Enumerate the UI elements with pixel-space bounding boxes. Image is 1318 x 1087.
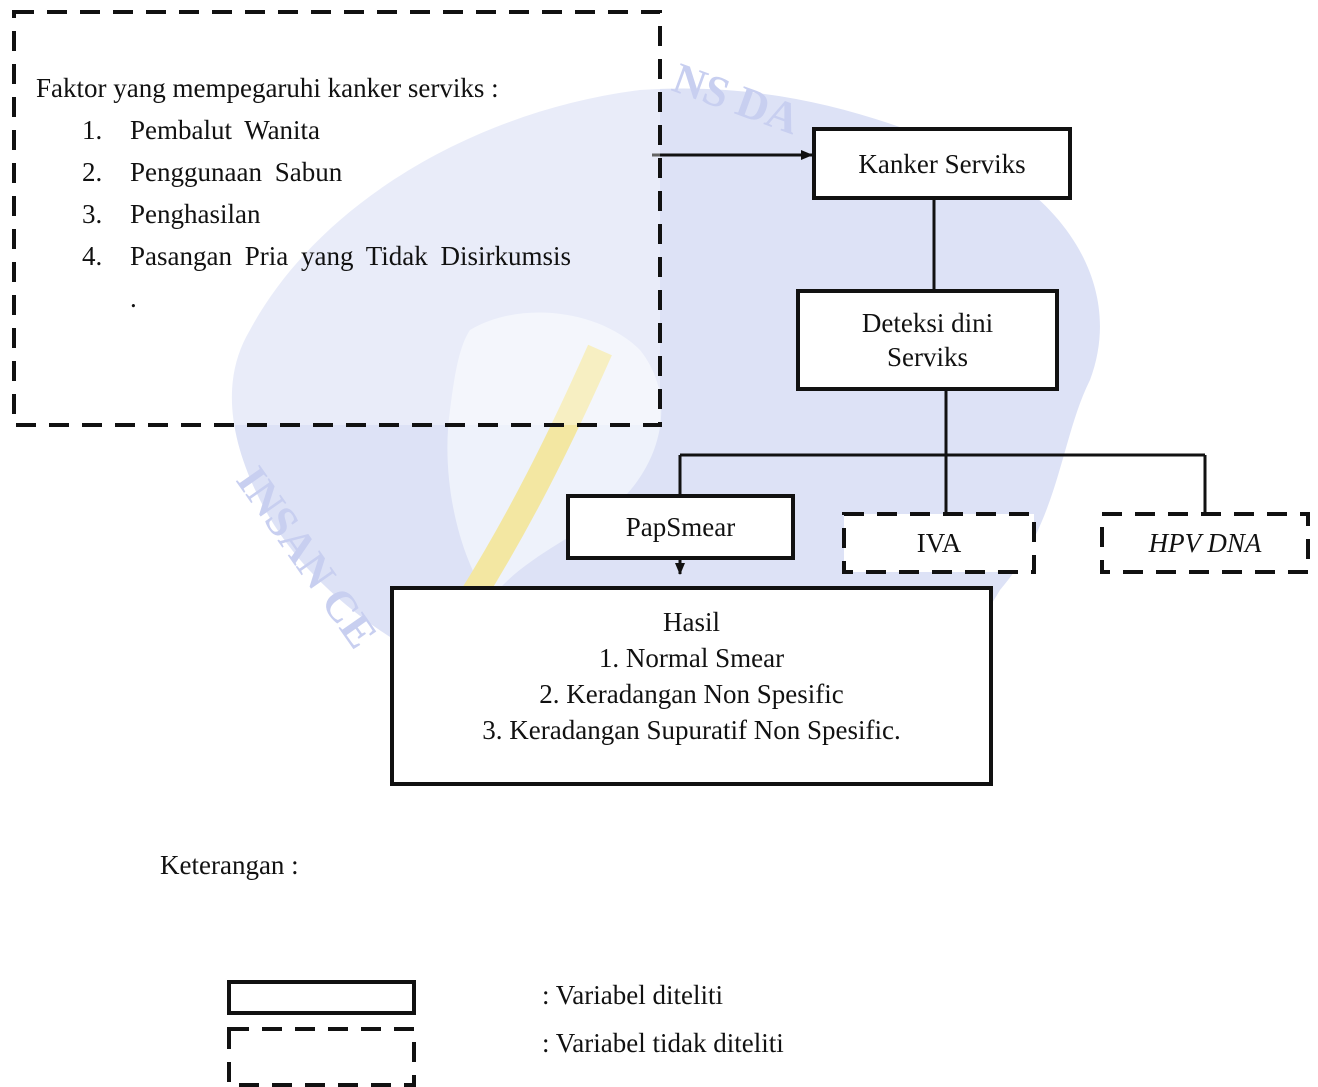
- node-papsmear: PapSmear: [566, 494, 795, 560]
- node-hpv-border: [1100, 512, 1310, 574]
- hasil-title: Hasil: [663, 607, 720, 637]
- legend-solid-swatch: [227, 980, 416, 1015]
- factor-item-label: Penghasilan: [130, 199, 261, 229]
- node-hpv-text-wrap: HPV DNA: [1100, 512, 1310, 574]
- factor-item: 3. Penghasilan: [36, 193, 656, 235]
- node-iva: IVA: [842, 512, 1036, 574]
- node-deteksi-line1: Deteksi dini: [861, 308, 994, 338]
- node-iva-border: [842, 512, 1036, 574]
- hasil-item: 1. Normal Smear: [598, 643, 785, 673]
- factor-box-border: [12, 10, 662, 427]
- factor-item-label: Penggunaan Sabun: [130, 157, 343, 187]
- node-kanker-serviks: Kanker Serviks: [812, 127, 1072, 200]
- legend-dashed-swatch: [227, 1027, 416, 1087]
- connector-lines: [652, 150, 1207, 575]
- factor-list: 1. Pembalut Wanita 2. Penggunaan Sabun 3. P…: [36, 109, 656, 277]
- hasil-item: 2. Keradangan Non Spesific: [539, 679, 844, 709]
- node-hpv-dna: HPV DNA: [1100, 512, 1310, 574]
- watermark-yellow-arc: [458, 344, 612, 607]
- factor-box: [12, 10, 662, 427]
- hasil-item: 3. Keradangan Supuratif Non Spesific.: [482, 715, 901, 745]
- watermark-shape: [231, 88, 1100, 747]
- legend-solid-label: : Variabel diteliti: [542, 980, 723, 1010]
- legend-dashed-label: : Variabel tidak diteliti: [542, 1028, 784, 1058]
- factor-item-number: 1.: [82, 115, 103, 145]
- factor-item-number: 2.: [82, 157, 103, 187]
- node-papsmear-label: PapSmear: [625, 512, 736, 542]
- legend-dashed-border: [227, 1027, 416, 1087]
- factor-item-label: Pasangan Pria yang Tidak Disirkumsis: [130, 241, 572, 271]
- node-deteksi-dini: Deteksi dini Serviks: [796, 289, 1059, 391]
- factor-title: Faktor yang mempegaruhi kanker serviks :: [36, 73, 499, 103]
- factor-content: Faktor yang mempegaruhi kanker serviks :…: [36, 67, 656, 319]
- node-hasil: Hasil 1. Normal Smear 2. Keradangan Non …: [390, 586, 993, 786]
- node-kanker-serviks-label: Kanker Serviks: [858, 148, 1026, 179]
- factor-item: 2. Penggunaan Sabun: [36, 151, 656, 193]
- factor-item: 1. Pembalut Wanita: [36, 109, 656, 151]
- node-iva-label: IVA: [916, 528, 962, 558]
- factor-item-label: Pembalut Wanita: [130, 115, 321, 145]
- node-deteksi-line2: Serviks: [887, 342, 968, 372]
- legend-title: Keterangan :: [160, 850, 299, 880]
- factor-trailing-dot: .: [130, 283, 137, 313]
- factor-item: 4. Pasangan Pria yang Tidak Disirkumsis: [36, 235, 656, 277]
- factor-item-number: 4.: [82, 241, 103, 271]
- background-watermark: NS DA INSAN CE: [227, 53, 1100, 747]
- node-hpv-label: HPV DNA: [1148, 528, 1262, 558]
- node-iva-text-wrap: IVA: [842, 512, 1036, 574]
- factor-item-number: 3.: [82, 199, 103, 229]
